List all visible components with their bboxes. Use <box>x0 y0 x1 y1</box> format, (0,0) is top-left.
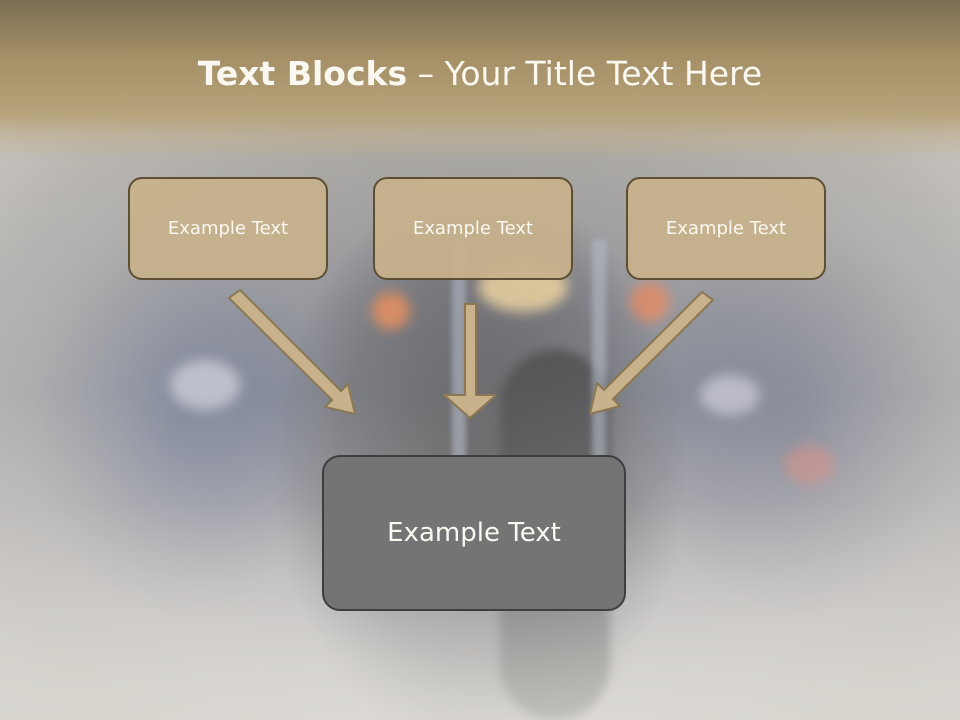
arrow-down-icon <box>443 303 497 419</box>
target-block[interactable]: Example Text <box>322 455 626 611</box>
target-block-label: Example Text <box>387 518 561 548</box>
text-block-center[interactable]: Example Text <box>373 177 573 280</box>
slide-title-rest: – Your Title Text Here <box>407 54 763 93</box>
text-block-left-label: Example Text <box>167 218 289 239</box>
slide-title: Text Blocks – Your Title Text Here <box>0 54 960 93</box>
arrow-down-left-icon <box>589 291 714 415</box>
arrow-down-right-icon <box>228 289 356 415</box>
text-block-right-label: Example Text <box>665 218 787 239</box>
title-band <box>0 0 960 160</box>
text-block-left[interactable]: Example Text <box>128 177 328 280</box>
text-block-right[interactable]: Example Text <box>626 177 826 280</box>
text-block-center-label: Example Text <box>412 218 534 239</box>
slide-title-bold: Text Blocks <box>197 54 408 93</box>
